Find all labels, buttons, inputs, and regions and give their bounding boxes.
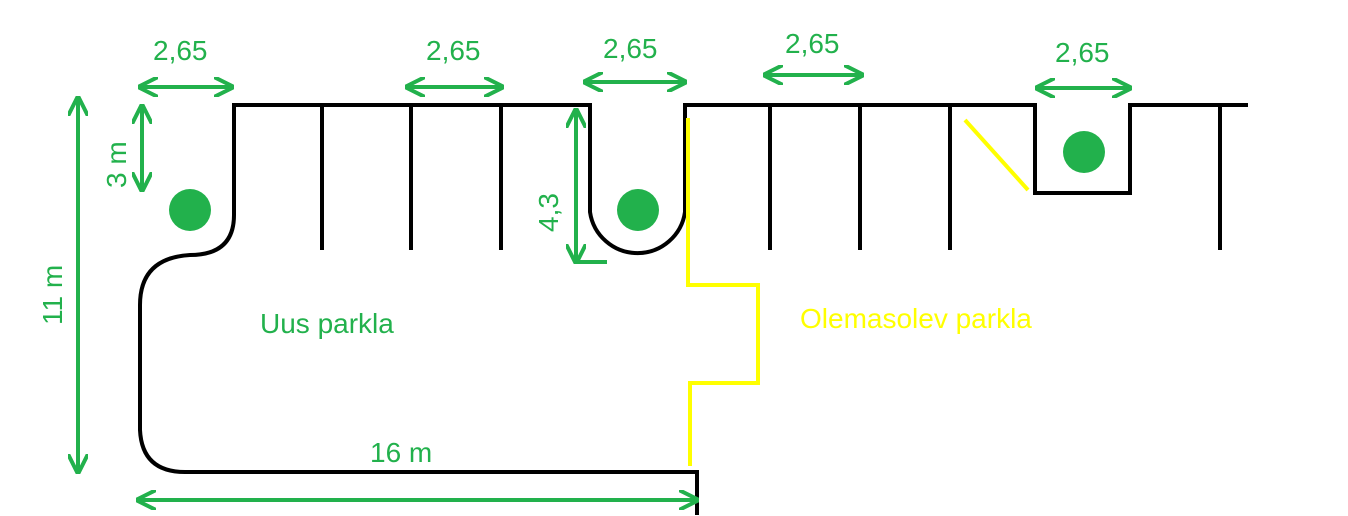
existing-lot-boundary [686, 118, 760, 466]
island-depth-label: 4,3 [533, 193, 564, 232]
new-lot-outline [138, 214, 699, 515]
depth-label: 3 m [101, 141, 132, 188]
tree-icon [1063, 131, 1105, 173]
existing-lot-mark [963, 118, 1030, 192]
total-width-label: 16 m [370, 437, 432, 468]
tree-icon [169, 189, 211, 231]
existing-lot-label: Olemasolev parkla [800, 303, 1032, 334]
stall-width-label: 2,65 [426, 35, 481, 66]
stall-width-label: 2,65 [785, 28, 840, 59]
stall-width-label: 2,65 [153, 35, 208, 66]
total-height-label: 11 m [37, 265, 68, 325]
stall-width-label: 2,65 [1055, 37, 1110, 68]
new-lot-label: Uus parkla [260, 308, 394, 339]
tree-icon [617, 189, 659, 231]
stall-dividers [320, 105, 1222, 250]
parking-outline [232, 103, 1248, 256]
stall-width-label: 2,65 [603, 33, 658, 64]
